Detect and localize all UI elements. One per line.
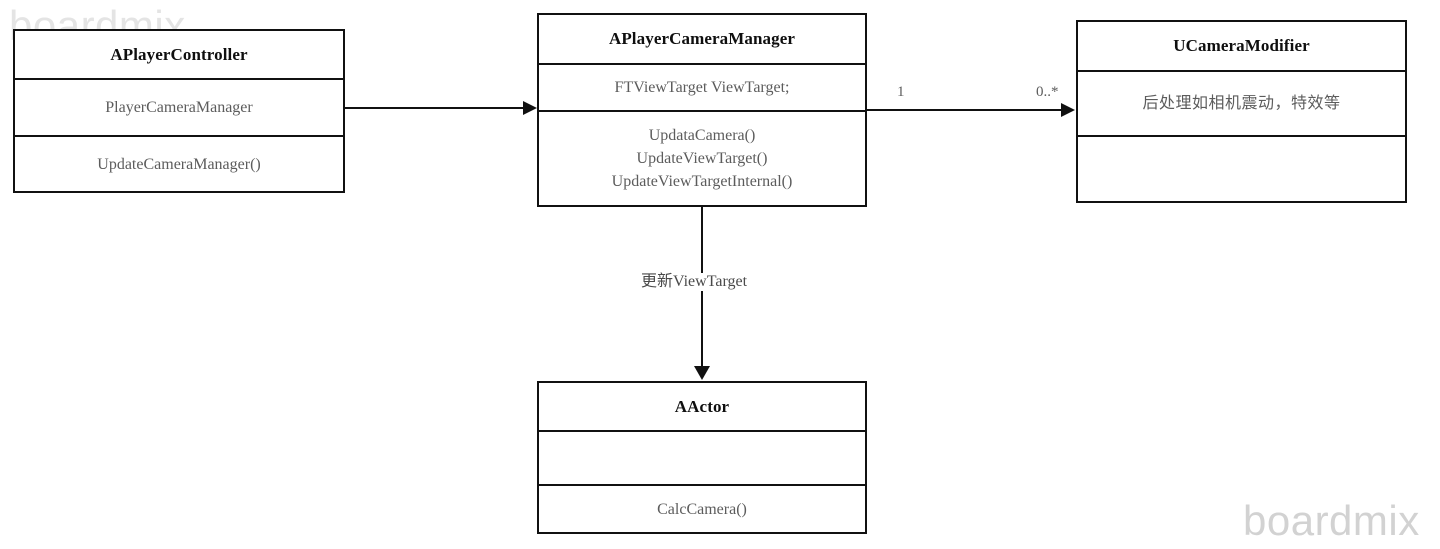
class-attributes-aactor bbox=[539, 430, 865, 484]
class-operations-aplayercameramanager: UpdataCamera() UpdateViewTarget() Update… bbox=[539, 110, 865, 205]
class-operations-aactor: CalcCamera() bbox=[539, 484, 865, 532]
class-attributes-aplayercontroller: PlayerCameraManager bbox=[15, 78, 343, 135]
arrowhead-controller-to-camera-manager bbox=[523, 101, 537, 115]
class-title-aplayercameramanager: APlayerCameraManager bbox=[608, 29, 796, 48]
class-title-aactor: AActor bbox=[674, 396, 730, 416]
multiplicity-source-camera-manager-to-modifier: 1 bbox=[892, 83, 910, 101]
connector-label-update-viewtarget: 更新ViewTarget bbox=[636, 273, 753, 291]
class-operations-ucameramodifier bbox=[1078, 135, 1405, 201]
boardmix-watermark-bottom-right: boardmix bbox=[1243, 497, 1420, 544]
class-attributes-ucameramodifier: 后处理如相机震动，特效等 bbox=[1078, 70, 1405, 135]
class-box-aactor[interactable]: AActor CalcCamera() bbox=[537, 381, 867, 534]
class-title-ucameramodifier: UCameraModifier bbox=[1173, 36, 1310, 55]
arrowhead-camera-manager-to-actor bbox=[694, 366, 710, 380]
class-operations-aplayercontroller: UpdateCameraManager() bbox=[15, 135, 343, 191]
class-box-ucameramodifier[interactable]: UCameraModifier 后处理如相机震动，特效等 bbox=[1076, 20, 1407, 203]
operations-text: UpdataCamera() UpdateViewTarget() Update… bbox=[611, 127, 793, 190]
class-title-aplayercontroller: APlayerController bbox=[110, 44, 248, 64]
multiplicity-target-camera-manager-to-modifier: 0..* bbox=[1031, 83, 1064, 101]
connector-controller-to-camera-manager bbox=[345, 107, 525, 109]
class-attributes-aplayercameramanager: FTViewTarget ViewTarget; bbox=[539, 63, 865, 110]
connector-camera-manager-to-modifier bbox=[867, 109, 1063, 111]
class-box-aplayercameramanager[interactable]: APlayerCameraManager FTViewTarget ViewTa… bbox=[537, 13, 867, 207]
arrowhead-camera-manager-to-modifier bbox=[1061, 103, 1075, 117]
class-box-aplayercontroller[interactable]: APlayerController PlayerCameraManager Up… bbox=[13, 29, 345, 193]
